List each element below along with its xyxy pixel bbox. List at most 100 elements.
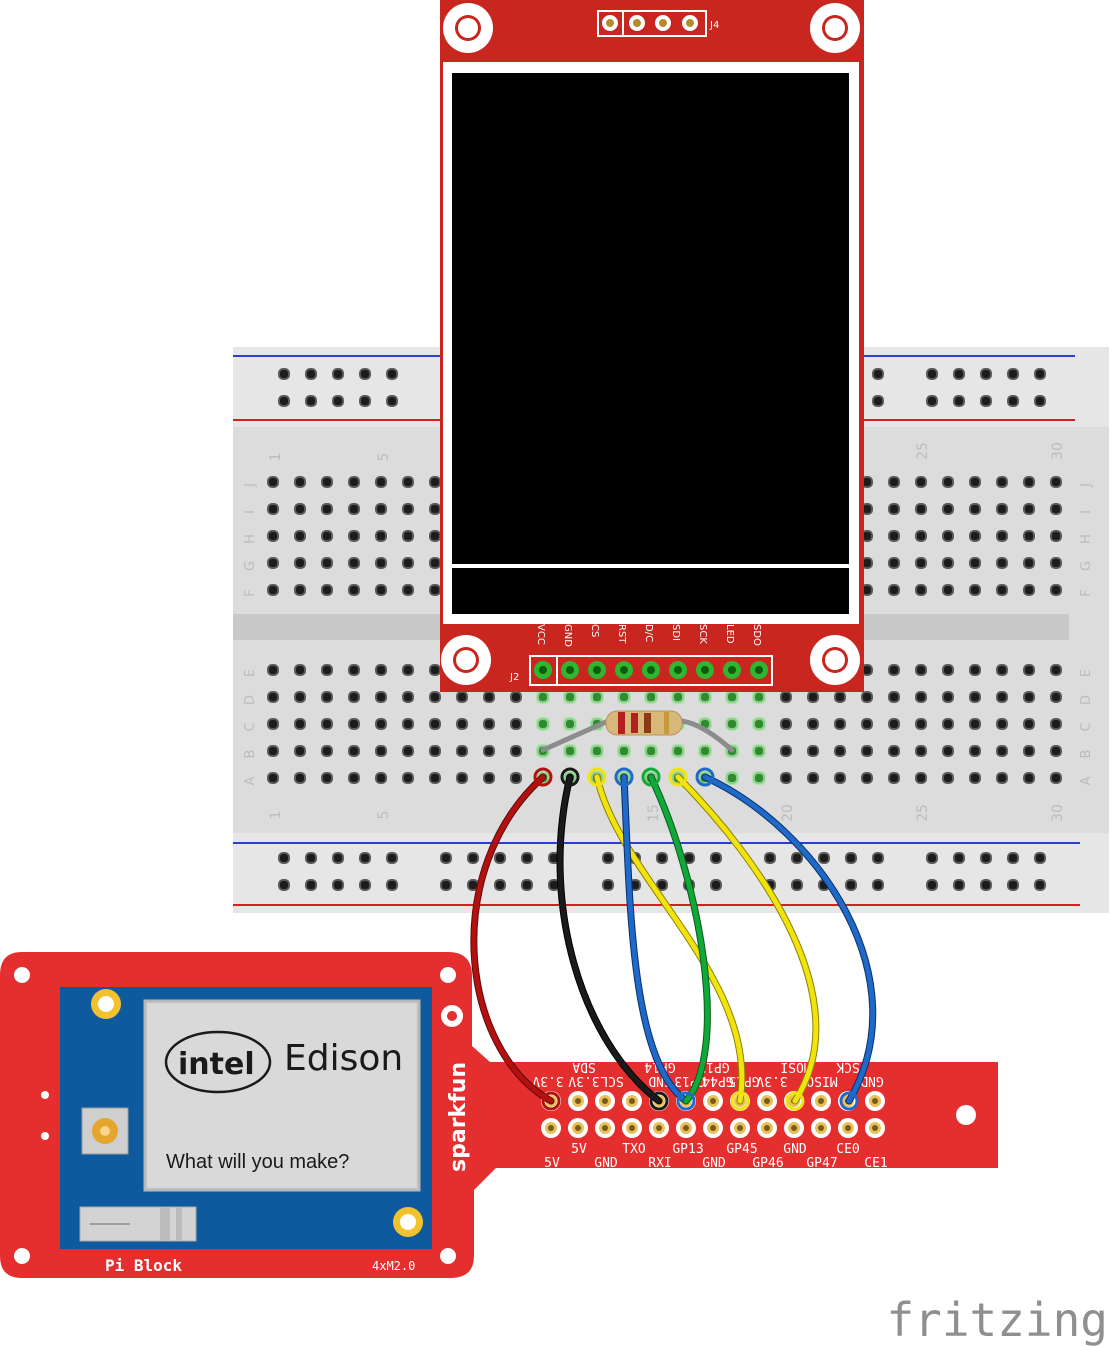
wire-end — [641, 767, 661, 787]
breadboard-hole — [996, 691, 1008, 703]
breadboard-hole — [969, 772, 981, 784]
wire-black[interactable] — [556, 773, 663, 1105]
breadboard-hole — [888, 772, 900, 784]
j2-pin — [750, 661, 768, 679]
wire-blue-2[interactable] — [701, 773, 877, 1105]
breadboard-hole — [807, 718, 819, 730]
pin-label-top-10: GND — [860, 1073, 884, 1088]
breadboard-hole — [402, 664, 414, 676]
breadboard-hole — [888, 691, 900, 703]
col-number-bottom-1: 1 — [268, 811, 284, 820]
breadboard-hole — [1050, 503, 1062, 515]
pin-label-bot-a-5: GND — [783, 1142, 807, 1157]
power-rail-hole — [359, 395, 371, 407]
breadboard-hole — [915, 530, 927, 542]
power-rail-hole — [980, 879, 992, 891]
breadboard-hole — [888, 718, 900, 730]
breadboard-hole — [510, 691, 522, 703]
power-rail-hole — [1007, 395, 1019, 407]
connected-hole — [536, 690, 550, 704]
breadboard-hole — [915, 718, 927, 730]
breadboard-hole — [834, 772, 846, 784]
breadboard-hole — [996, 503, 1008, 515]
j2-pin — [723, 661, 741, 679]
wire-end — [560, 767, 580, 787]
breadboard-hole — [969, 745, 981, 757]
row-label-b-right: B — [1079, 750, 1094, 759]
power-rail-hole — [845, 852, 857, 864]
breadboard-hole — [915, 664, 927, 676]
power-rail-hole — [386, 368, 398, 380]
breadboard-hole — [915, 772, 927, 784]
wire-red[interactable] — [470, 773, 555, 1105]
breadboard-hole — [375, 745, 387, 757]
j2-pins — [534, 661, 768, 679]
pi-header-pin — [784, 1118, 804, 1138]
breadboard-hole — [1050, 718, 1062, 730]
breadboard-hole — [267, 664, 279, 676]
power-rail-hole — [656, 852, 668, 864]
row-label-h-left: H — [243, 534, 258, 544]
pin-label-top-6: GP44 — [702, 1073, 733, 1088]
connected-hole — [590, 744, 604, 758]
pin-label-top-3: SCL — [600, 1073, 624, 1088]
breadboard-hole — [456, 718, 468, 730]
breadboard-hole — [510, 718, 522, 730]
col-number-bottom-30: 30 — [1050, 804, 1066, 822]
breadboard-hole — [375, 557, 387, 569]
row-label-i-right: I — [1079, 510, 1094, 514]
power-rail-hole — [602, 879, 614, 891]
connected-hole — [563, 717, 577, 731]
bottom-power-rail — [233, 833, 1109, 913]
breadboard-hole — [267, 745, 279, 757]
breadboard-hole — [942, 530, 954, 542]
pin-label-bot-a-3: GP13 — [672, 1142, 703, 1157]
power-rail-hole — [926, 368, 938, 380]
pin-label-bot-b-3: RXI — [648, 1156, 671, 1171]
breadboard-hole — [375, 718, 387, 730]
power-rail-hole — [278, 879, 290, 891]
power-rail-hole — [332, 852, 344, 864]
power-rail-hole — [521, 879, 533, 891]
wire-yellow-1[interactable] — [593, 773, 746, 1105]
resistor-assembly — [540, 710, 735, 753]
power-rail-hole — [386, 395, 398, 407]
connected-hole — [752, 717, 766, 731]
breadboard-hole — [807, 745, 819, 757]
breadboard-hole — [321, 503, 333, 515]
wire-blue-1[interactable] — [620, 773, 690, 1105]
breadboard-hole — [402, 584, 414, 596]
power-rail-hole — [305, 879, 317, 891]
row-label-g-left: G — [243, 561, 258, 571]
breadboard-hole — [888, 664, 900, 676]
pin-label-cs: CS — [589, 624, 600, 637]
pin-label-bot-b-4: GND — [702, 1156, 726, 1171]
breadboard-hole — [429, 476, 441, 488]
wire-yellow-2[interactable] — [674, 773, 820, 1105]
pin-label-bot-a-2: TXO — [622, 1142, 646, 1157]
breadboard-hole — [375, 476, 387, 488]
breadboard-hole — [915, 476, 927, 488]
power-rail-hole — [494, 879, 506, 891]
breadboard-hole — [780, 772, 792, 784]
power-rail-hole — [926, 395, 938, 407]
power-rail-hole — [332, 395, 344, 407]
breadboard-hole — [321, 476, 333, 488]
pi-pin-labels-top-row: 3.3V 3.3V SCL GND GP13 GP44 GP15 3.3V MI… — [532, 1073, 884, 1088]
col-number-bottom-15: 15 — [646, 804, 662, 822]
breadboard-hole — [483, 718, 495, 730]
power-rail-hole — [440, 852, 452, 864]
power-rail-hole — [1034, 879, 1046, 891]
jumper-wires — [470, 773, 877, 1105]
power-rail-hole — [656, 879, 668, 891]
pi-block-name: Pi Block — [105, 1256, 182, 1275]
breadboard-hole — [348, 691, 360, 703]
breadboard-hole — [996, 530, 1008, 542]
wire-green[interactable] — [647, 773, 711, 1105]
breadboard-hole — [348, 530, 360, 542]
power-rail-hole — [332, 368, 344, 380]
pcb-hole-br — [440, 1248, 456, 1264]
breadboard-hole — [942, 691, 954, 703]
connected-hole — [536, 717, 550, 731]
wire-end — [785, 1091, 805, 1111]
